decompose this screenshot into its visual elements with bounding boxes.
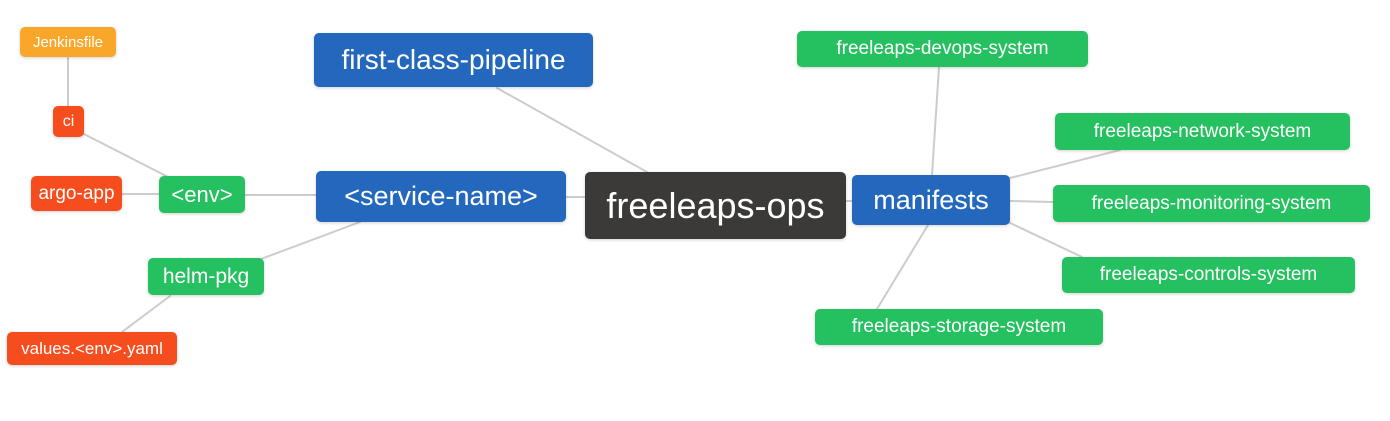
node-freeleaps-ops-root[interactable]: freeleaps-ops — [585, 172, 846, 239]
edge-manifests-monitoring — [1009, 200, 1054, 203]
node-first-class-pipeline[interactable]: first-class-pipeline — [314, 33, 593, 87]
node-ci[interactable]: ci — [53, 106, 84, 137]
edge-manifests-controls — [1007, 221, 1083, 258]
edge-manifests-network — [1009, 149, 1121, 179]
edge-ops-first-class-pipeline — [496, 87, 648, 173]
node-manifests[interactable]: manifests — [852, 175, 1010, 225]
node-env[interactable]: <env> — [159, 176, 245, 213]
node-network-system[interactable]: freeleaps-network-system — [1055, 113, 1350, 150]
node-monitoring-system[interactable]: freeleaps-monitoring-system — [1053, 185, 1370, 222]
edge-env-ci — [83, 133, 171, 179]
node-jenkinsfile[interactable]: Jenkinsfile — [20, 27, 116, 57]
edge-manifests-devops — [931, 66, 940, 176]
node-argo-app[interactable]: argo-app — [31, 176, 122, 211]
edge-helm-pkg-values — [121, 295, 171, 333]
edge-manifests-storage — [876, 224, 929, 310]
node-values-env-yaml[interactable]: values.<env>.yaml — [7, 332, 177, 365]
edge-service-name-helm-pkg — [260, 221, 361, 260]
node-service-name[interactable]: <service-name> — [316, 171, 566, 222]
node-devops-system[interactable]: freeleaps-devops-system — [797, 31, 1088, 67]
node-helm-pkg[interactable]: helm-pkg — [148, 258, 264, 295]
node-storage-system[interactable]: freeleaps-storage-system — [815, 309, 1103, 345]
node-controls-system[interactable]: freeleaps-controls-system — [1062, 257, 1355, 293]
